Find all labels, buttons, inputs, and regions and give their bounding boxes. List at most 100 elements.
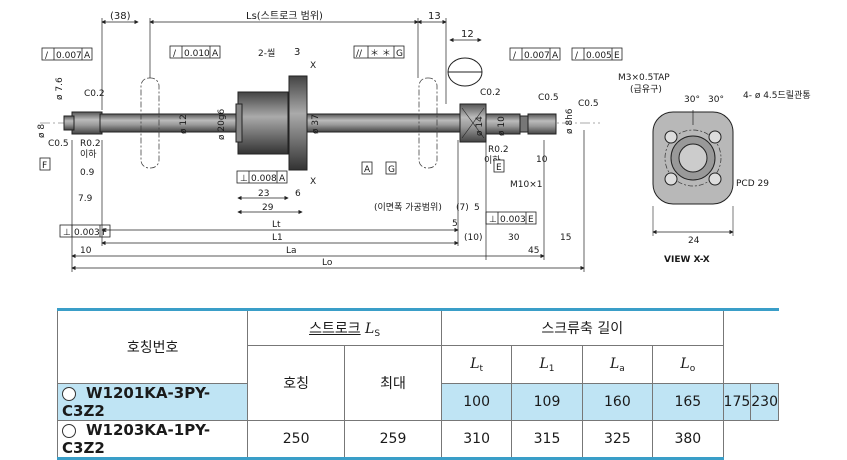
svg-text:A: A	[279, 174, 286, 184]
left-journal	[71, 111, 103, 135]
select-circle-icon[interactable]	[62, 386, 76, 401]
view-tap-note: (급유구)	[630, 84, 662, 95]
dim-l1: L1	[272, 233, 283, 243]
datum-e: E	[496, 163, 502, 173]
label-dia8h6: ø 8h6	[565, 108, 575, 134]
svg-text:0.005: 0.005	[586, 51, 612, 61]
label-dia14: ø 14	[475, 116, 485, 136]
view-xx	[652, 110, 734, 236]
model-number: W1201KA-3PY-C3Z2	[62, 384, 211, 420]
dim-30: 30	[508, 233, 520, 243]
gdt-frame-1: ∕ 0.007 A	[41, 47, 93, 61]
svg-text:⊥: ⊥	[240, 174, 248, 184]
svg-text:⊥: ⊥	[63, 228, 71, 238]
dim-10-left: 10	[80, 246, 92, 256]
svg-text:E: E	[528, 215, 534, 225]
ball-screw-drawing: (38) Ls(스트로크 범위) 13 12 3 ∕ 0.007 A ∕ 0.0…	[37, 9, 811, 272]
view-drill: 4- ø 4.5드릴관통	[743, 90, 811, 101]
datum-g: G	[388, 165, 395, 175]
svg-text:＊ ＊: ＊ ＊	[370, 49, 391, 59]
dim-lo: Lo	[322, 258, 333, 268]
nut-flange	[288, 75, 308, 171]
svg-text:∕: ∕	[513, 51, 517, 61]
svg-text:A: A	[84, 51, 91, 61]
svg-text:G: G	[396, 49, 403, 59]
label-c05-left: C0.5	[48, 139, 69, 149]
svg-text:A: A	[212, 49, 219, 59]
label-d7: (7)	[456, 203, 469, 213]
header-max: 최대	[344, 345, 442, 421]
label-dia76: ø 7.6	[55, 77, 65, 100]
svg-text:0.008: 0.008	[251, 174, 277, 184]
dim-ls: Ls(스트로크 범위)	[246, 9, 323, 22]
gdt-frame-6: ⊥ 0.008 A	[236, 170, 288, 184]
label-below-right: 이하	[484, 155, 501, 166]
header-lo: Lo	[652, 345, 724, 384]
dim-la: La	[286, 246, 297, 256]
view-angle-1: 30°	[684, 95, 700, 105]
header-lt: Lt	[440, 345, 513, 384]
header-stroke: 스트로크 LS	[247, 308, 442, 346]
table-row: W1203KA-1PY-C3Z2 250 259 310 315 325 380	[56, 420, 779, 460]
label-d5a: 5	[474, 203, 480, 213]
label-x-bot: X	[310, 177, 316, 187]
header-l1: L1	[511, 345, 583, 384]
datum-f: F	[42, 161, 47, 171]
header-part-no: 호칭번호	[56, 308, 249, 384]
select-circle-icon[interactable]	[62, 423, 76, 438]
gdt-frame-7: ⊥ 0.003 F	[59, 224, 111, 238]
svg-text:∕: ∕	[45, 51, 49, 61]
label-d5b: 5	[452, 219, 458, 229]
svg-text:⊥: ⊥	[489, 215, 497, 225]
label-c02-left: C0.2	[84, 89, 105, 99]
label-c05-right-2: C0.5	[578, 99, 599, 109]
view-angle-2: 30°	[708, 95, 724, 105]
dim-lt: Lt	[272, 220, 281, 230]
svg-text:0.007: 0.007	[524, 51, 550, 61]
datum-a: A	[364, 165, 371, 175]
label-m10: M10×1	[510, 180, 542, 190]
header-nominal: 호칭	[247, 345, 346, 421]
spec-table: 호칭번호 스트로크 LS 스크류축 길이 호칭 최대 Lt L1 La Lo W…	[56, 308, 779, 460]
dim-45: 45	[528, 246, 539, 256]
length-lo: 230	[750, 383, 779, 421]
label-dia8: ø 8	[37, 124, 47, 138]
svg-text:A: A	[552, 51, 559, 61]
label-dia12: ø 12	[179, 114, 189, 134]
svg-text:0.007: 0.007	[56, 51, 82, 61]
svg-text:E: E	[614, 51, 620, 61]
dim-38: (38)	[110, 11, 131, 22]
svg-text:∕: ∕	[575, 51, 579, 61]
label-d09: 0.9	[80, 168, 95, 178]
label-dia20: ø 20g6	[217, 108, 227, 140]
label-c05-right-1: C0.5	[538, 93, 559, 103]
model-number: W1203KA-1PY-C3Z2	[62, 421, 211, 457]
view-tap: M3×0.5TAP	[618, 73, 670, 83]
view-dim-24: 24	[688, 236, 700, 246]
label-x-top: X	[310, 61, 316, 71]
dim-13: 13	[428, 11, 441, 22]
svg-text:∕∕: ∕∕	[356, 49, 363, 59]
length-la: 325	[581, 420, 654, 460]
gdt-frame-8: ⊥ 0.003 E	[485, 211, 537, 225]
label-dia37: ø 37	[311, 114, 321, 134]
stroke-max: 109	[511, 383, 583, 421]
label-two-seal: 2-씰	[258, 48, 275, 59]
length-lt: 310	[440, 420, 513, 460]
label-d10: 10	[536, 155, 548, 165]
dim-12: 12	[461, 29, 474, 40]
label-d29: 29	[262, 203, 274, 213]
svg-text:0.010: 0.010	[184, 49, 210, 59]
gdt-frame-5: ∕ 0.005 E	[571, 47, 623, 61]
label-d79: 7.9	[78, 194, 93, 204]
length-lt: 160	[581, 383, 654, 421]
stroke-nominal: 100	[440, 383, 513, 421]
length-l1: 315	[511, 420, 583, 460]
svg-text:0.003: 0.003	[500, 215, 526, 225]
svg-text:0.003: 0.003	[74, 228, 100, 238]
gdt-frame-4: ∕ 0.007 A	[509, 47, 561, 61]
stroke-nominal: 250	[247, 420, 346, 460]
length-lo: 380	[652, 420, 724, 460]
dim-10-paren: (10)	[464, 233, 482, 243]
length-l1: 165	[652, 383, 724, 421]
